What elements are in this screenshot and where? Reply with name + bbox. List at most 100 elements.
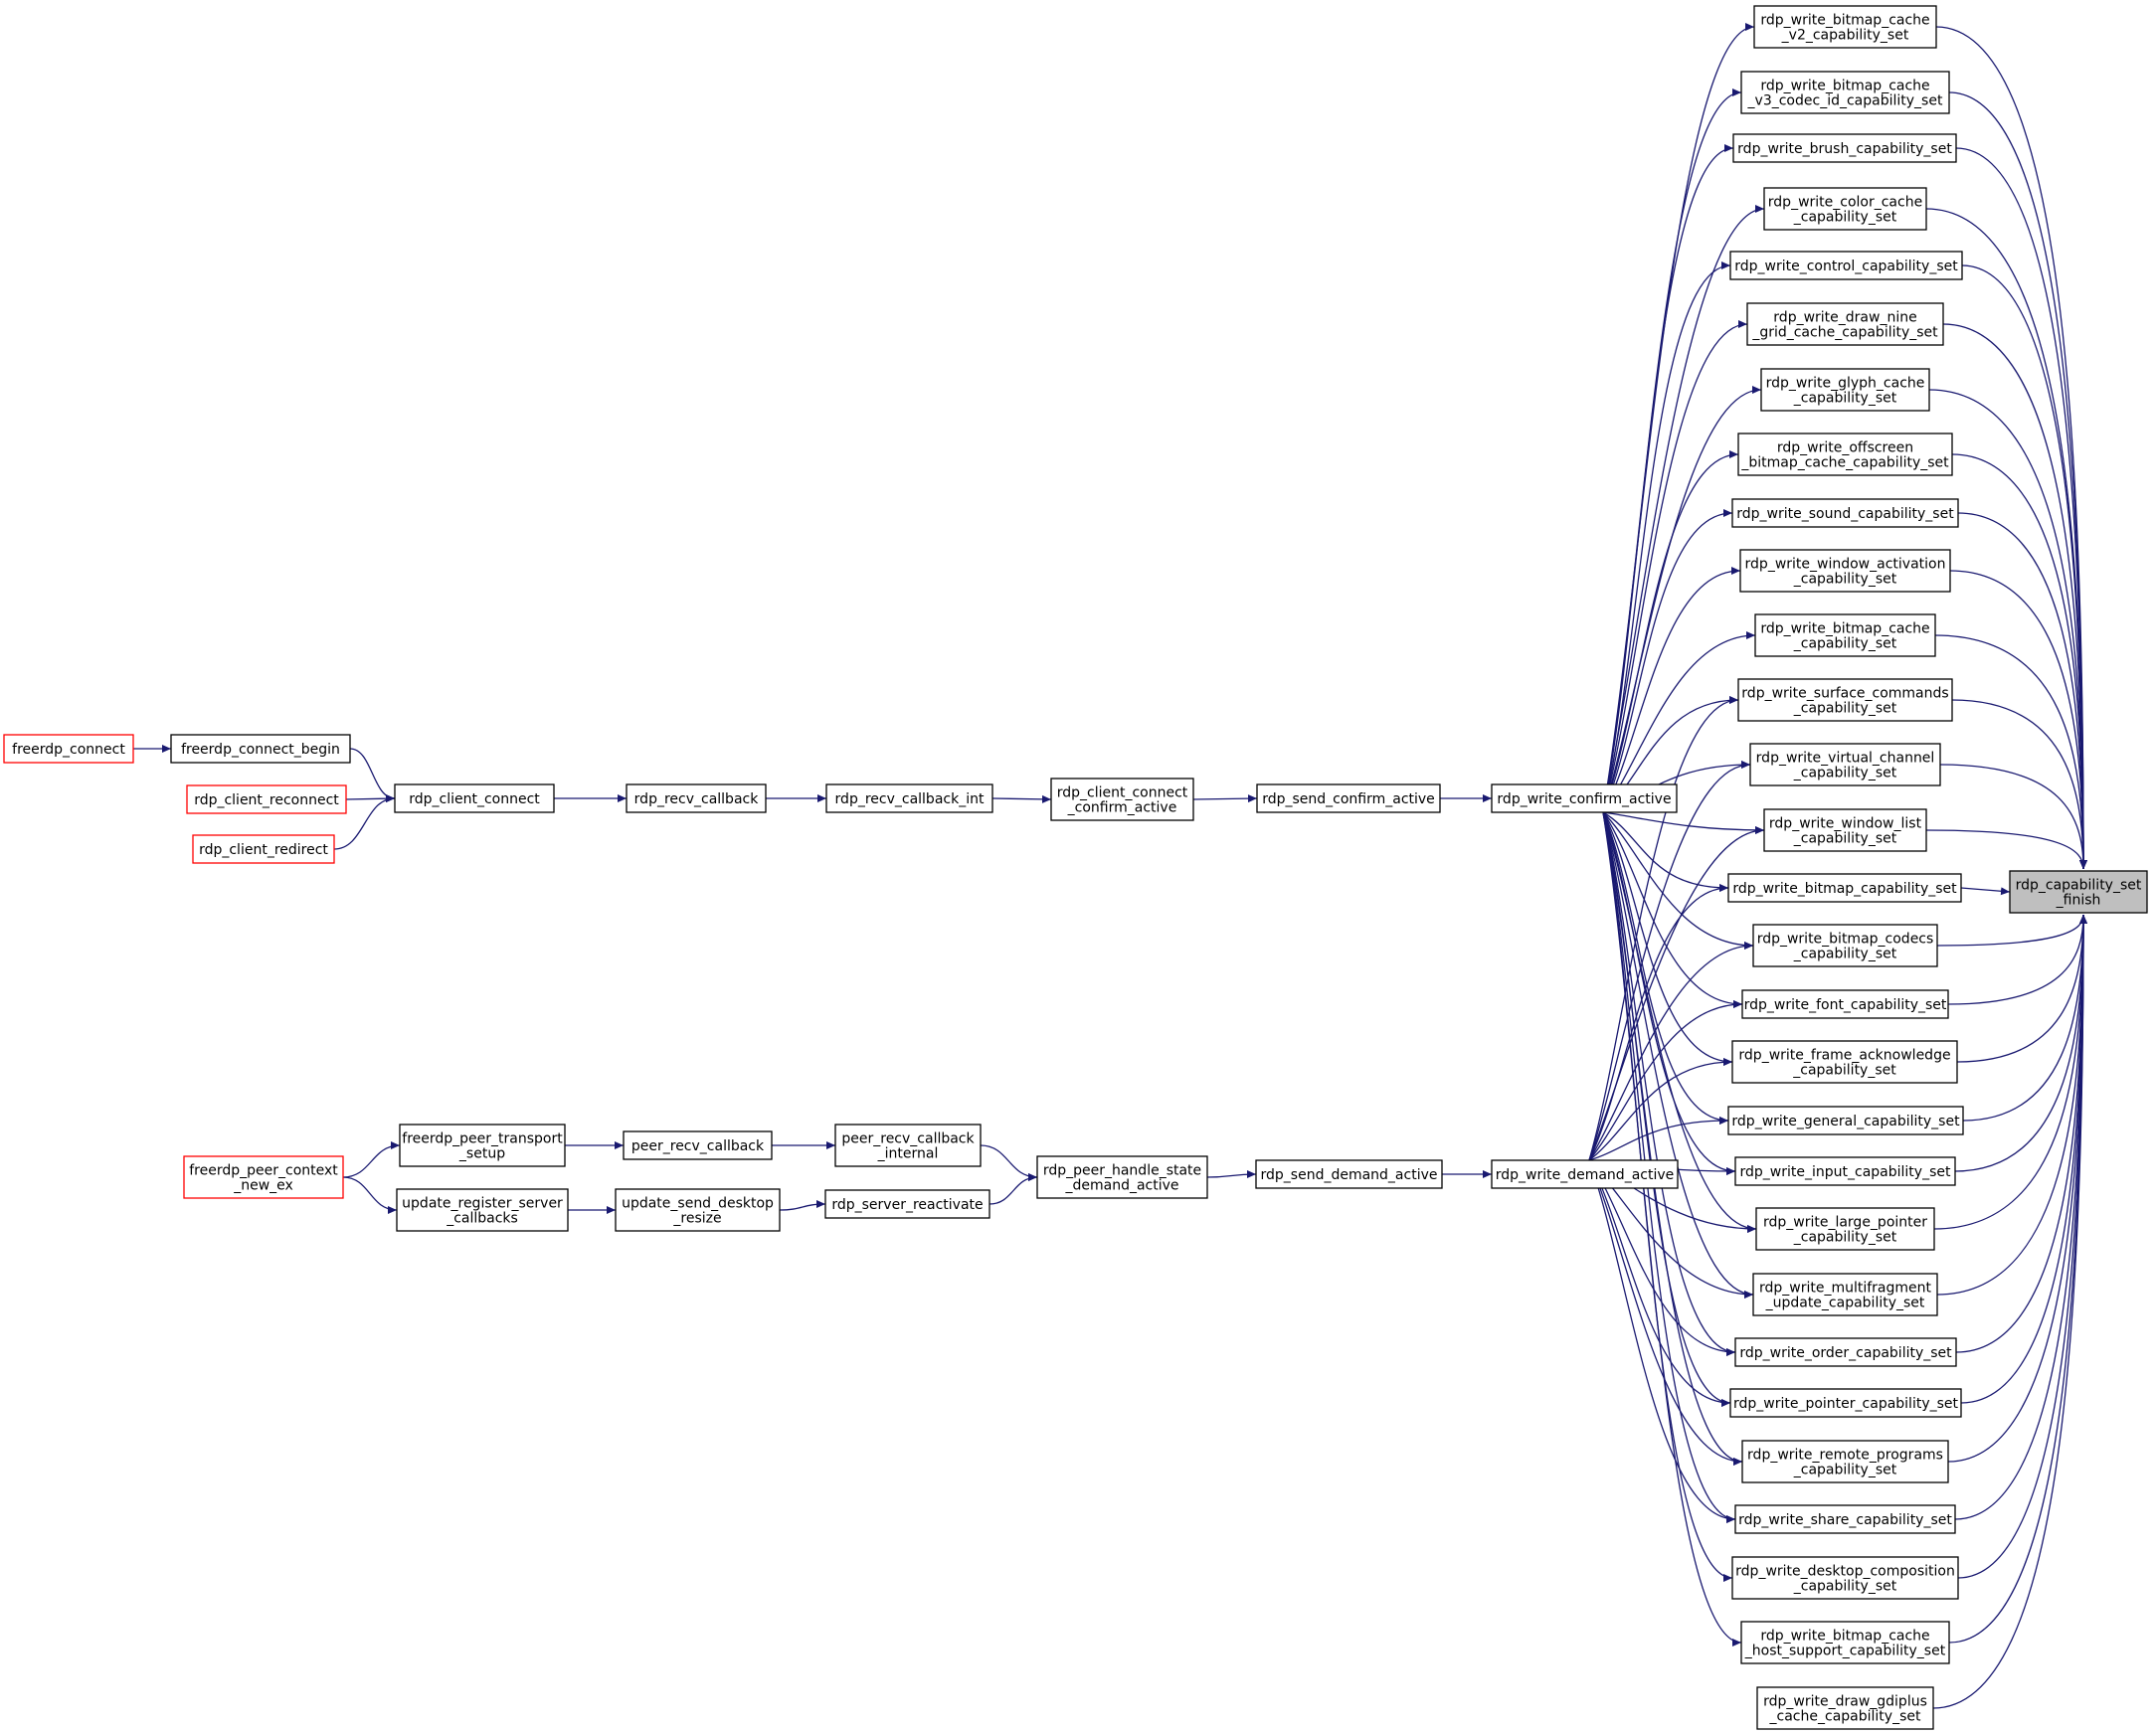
node-label: freerdp_peer_transport [402, 1131, 563, 1147]
node-rdp-server-reactivate[interactable]: rdp_server_reactivate [824, 1189, 990, 1219]
node-rdp-client-connect-confirm-active[interactable]: rdp_client_connect_confirm_active [1050, 778, 1194, 821]
node-bitmap-cache[interactable]: rdp_write_bitmap_cache_capability_set [1754, 613, 1936, 657]
node-freerdp-peer-context-new-ex[interactable]: freerdp_peer_context_new_ex [183, 1155, 344, 1199]
call-edge [333, 794, 396, 850]
node-rdp-send-demand-active[interactable]: rdp_send_demand_active [1255, 1159, 1443, 1189]
node-box [1255, 1159, 1443, 1189]
node-label: rdp_write_bitmap_cache [1760, 621, 1929, 637]
node-box [1752, 924, 1938, 967]
call-edge [1588, 1117, 1729, 1161]
node-freerdp-peer-transport-setup[interactable]: freerdp_peer_transport_setup [399, 1124, 566, 1167]
call-edge [1957, 512, 2087, 870]
node-desktop-composition[interactable]: rdp_write_desktop_composition_capability… [1731, 1556, 1959, 1600]
node-frame-acknowledge[interactable]: rdp_write_frame_acknowledge_capability_s… [1731, 1040, 1958, 1084]
node-box [626, 783, 767, 813]
node-label: _resize [672, 1211, 721, 1227]
node-virtual-channel[interactable]: rdp_write_virtual_channel_capability_set [1749, 743, 1941, 786]
node-rdp-client-connect[interactable]: rdp_client_connect [394, 783, 555, 813]
node-freerdp-connect[interactable]: freerdp_connect [3, 734, 134, 764]
node-share[interactable]: rdp_write_share_capability_set [1734, 1504, 1956, 1534]
node-rdp-write-demand-active[interactable]: rdp_write_demand_active [1491, 1159, 1679, 1189]
node-bitmap-cache-host-support[interactable]: rdp_write_bitmap_cache_host_support_capa… [1740, 1621, 1950, 1664]
node-bitmap-cache-v3-codec-id[interactable]: rdp_write_bitmap_cache_v3_codec_id_capab… [1740, 71, 1950, 114]
node-draw-nine-grid-cache[interactable]: rdp_write_draw_nine_grid_cache_capabilit… [1746, 302, 1944, 346]
node-label: rdp_write_surface_commands [1741, 686, 1948, 702]
node-label: _capability_set [1792, 1063, 1896, 1079]
node-large-pointer[interactable]: rdp_write_large_pointer_capability_set [1755, 1207, 1935, 1251]
node-label: _v2_capability_set [1781, 28, 1909, 44]
node-label: rdp_write_glyph_cache [1766, 376, 1925, 392]
node-box [1491, 783, 1678, 813]
node-draw-gdiplus-cache[interactable]: rdp_write_draw_gdiplus_cache_capability_… [1756, 1686, 1934, 1730]
node-box [3, 734, 134, 764]
node-label: rdp_write_bitmap_capability_set [1732, 881, 1957, 897]
node-bitmap[interactable]: rdp_write_bitmap_capability_set [1727, 873, 1962, 903]
node-label: rdp_send_confirm_active [1262, 791, 1435, 807]
node-box [623, 1130, 773, 1160]
node-label: _cache_capability_set [1769, 1709, 1921, 1725]
node-brush[interactable]: rdp_write_brush_capability_set [1732, 133, 1957, 163]
node-label: _confirm_active [1067, 800, 1177, 816]
node-input[interactable]: rdp_write_input_capability_set [1734, 1156, 1956, 1186]
node-control[interactable]: rdp_write_control_capability_set [1729, 251, 1963, 280]
node-rdp-client-redirect[interactable]: rdp_client_redirect [192, 834, 335, 864]
call-edge [988, 1173, 1038, 1205]
node-remote-programs[interactable]: rdp_write_remote_programs_capability_set [1741, 1440, 1949, 1483]
node-rdp-write-confirm-active[interactable]: rdp_write_confirm_active [1491, 783, 1678, 813]
node-box [1727, 873, 1962, 903]
node-box [615, 1188, 781, 1232]
node-rdp-capability-set-finish[interactable]: rdp_capability_set_finish [2009, 870, 2148, 914]
node-box [192, 834, 335, 864]
call-edge [1951, 699, 2087, 870]
node-label: rdp_write_bitmap_cache [1760, 13, 1929, 29]
node-rdp-recv-callback-int[interactable]: rdp_recv_callback_int [825, 783, 993, 813]
node-offscreen-bitmap-cache[interactable]: rdp_write_offscreen_bitmap_cache_capabil… [1737, 433, 1953, 476]
node-peer-recv-callback-internal[interactable]: peer_recv_callback_internal [834, 1124, 982, 1167]
node-general[interactable]: rdp_write_general_capability_set [1727, 1106, 1964, 1135]
node-label: freerdp_connect [12, 742, 125, 758]
call-edge [1588, 1058, 1733, 1161]
call-edge [1936, 914, 2087, 947]
node-label: rdp_client_connect [1057, 785, 1188, 801]
node-label: _capability_set [1793, 831, 1897, 847]
node-window-list[interactable]: rdp_write_window_list_capability_set [1763, 808, 1927, 852]
node-bitmap-cache-v2[interactable]: rdp_write_bitmap_cache_v2_capability_set [1753, 5, 1937, 49]
node-box [1050, 778, 1194, 821]
node-font[interactable]: rdp_write_font_capability_set [1741, 989, 1949, 1019]
call-edge [1588, 826, 1765, 1161]
node-box [1760, 368, 1930, 412]
node-color-cache[interactable]: rdp_write_color_cache_capability_set [1763, 187, 1927, 231]
node-label: rdp_write_draw_nine [1773, 310, 1916, 326]
node-multifragment-update[interactable]: rdp_write_multifragment_update_capabilit… [1752, 1273, 1938, 1316]
node-peer-recv-callback[interactable]: peer_recv_callback [623, 1130, 773, 1160]
node-sound[interactable]: rdp_write_sound_capability_set [1731, 498, 1959, 528]
node-freerdp-connect-begin[interactable]: freerdp_connect_begin [170, 734, 351, 764]
node-update-register-server-callbacks[interactable]: update_register_server_callbacks [396, 1188, 569, 1232]
node-label: _capability_set [1793, 1463, 1897, 1478]
call-edge [1602, 811, 1736, 1356]
node-rdp-peer-handle-state-demand-active[interactable]: rdp_peer_handle_state_demand_active [1036, 1155, 1208, 1199]
node-pointer[interactable]: rdp_write_pointer_capability_set [1729, 1388, 1962, 1418]
node-box [186, 784, 347, 814]
call-edge [1602, 811, 1765, 834]
call-edge [1588, 884, 1729, 1161]
call-edge [1954, 914, 2087, 1520]
node-box [1731, 1556, 1959, 1600]
call-edge [1192, 794, 1258, 803]
node-rdp-recv-callback[interactable]: rdp_recv_callback [626, 783, 767, 813]
node-box [1727, 1106, 1964, 1135]
node-glyph-cache[interactable]: rdp_write_glyph_cache_capability_set [1760, 368, 1930, 412]
node-label: rdp_write_draw_gdiplus [1763, 1694, 1927, 1710]
node-rdp-send-confirm-active[interactable]: rdp_send_confirm_active [1256, 783, 1441, 813]
node-label: rdp_write_font_capability_set [1744, 997, 1947, 1013]
node-rdp-client-reconnect[interactable]: rdp_client_reconnect [186, 784, 347, 814]
node-surface-commands[interactable]: rdp_write_surface_commands_capability_se… [1737, 678, 1953, 722]
node-box [1753, 5, 1937, 49]
node-order[interactable]: rdp_write_order_capability_set [1734, 1337, 1957, 1367]
node-label: rdp_write_remote_programs [1747, 1448, 1943, 1464]
node-update-send-desktop-resize[interactable]: update_send_desktop_resize [615, 1188, 781, 1232]
call-edge [349, 748, 396, 802]
node-bitmap-codecs[interactable]: rdp_write_bitmap_codecs_capability_set [1752, 924, 1938, 967]
node-window-activation[interactable]: rdp_write_window_activation_capability_s… [1739, 549, 1951, 593]
